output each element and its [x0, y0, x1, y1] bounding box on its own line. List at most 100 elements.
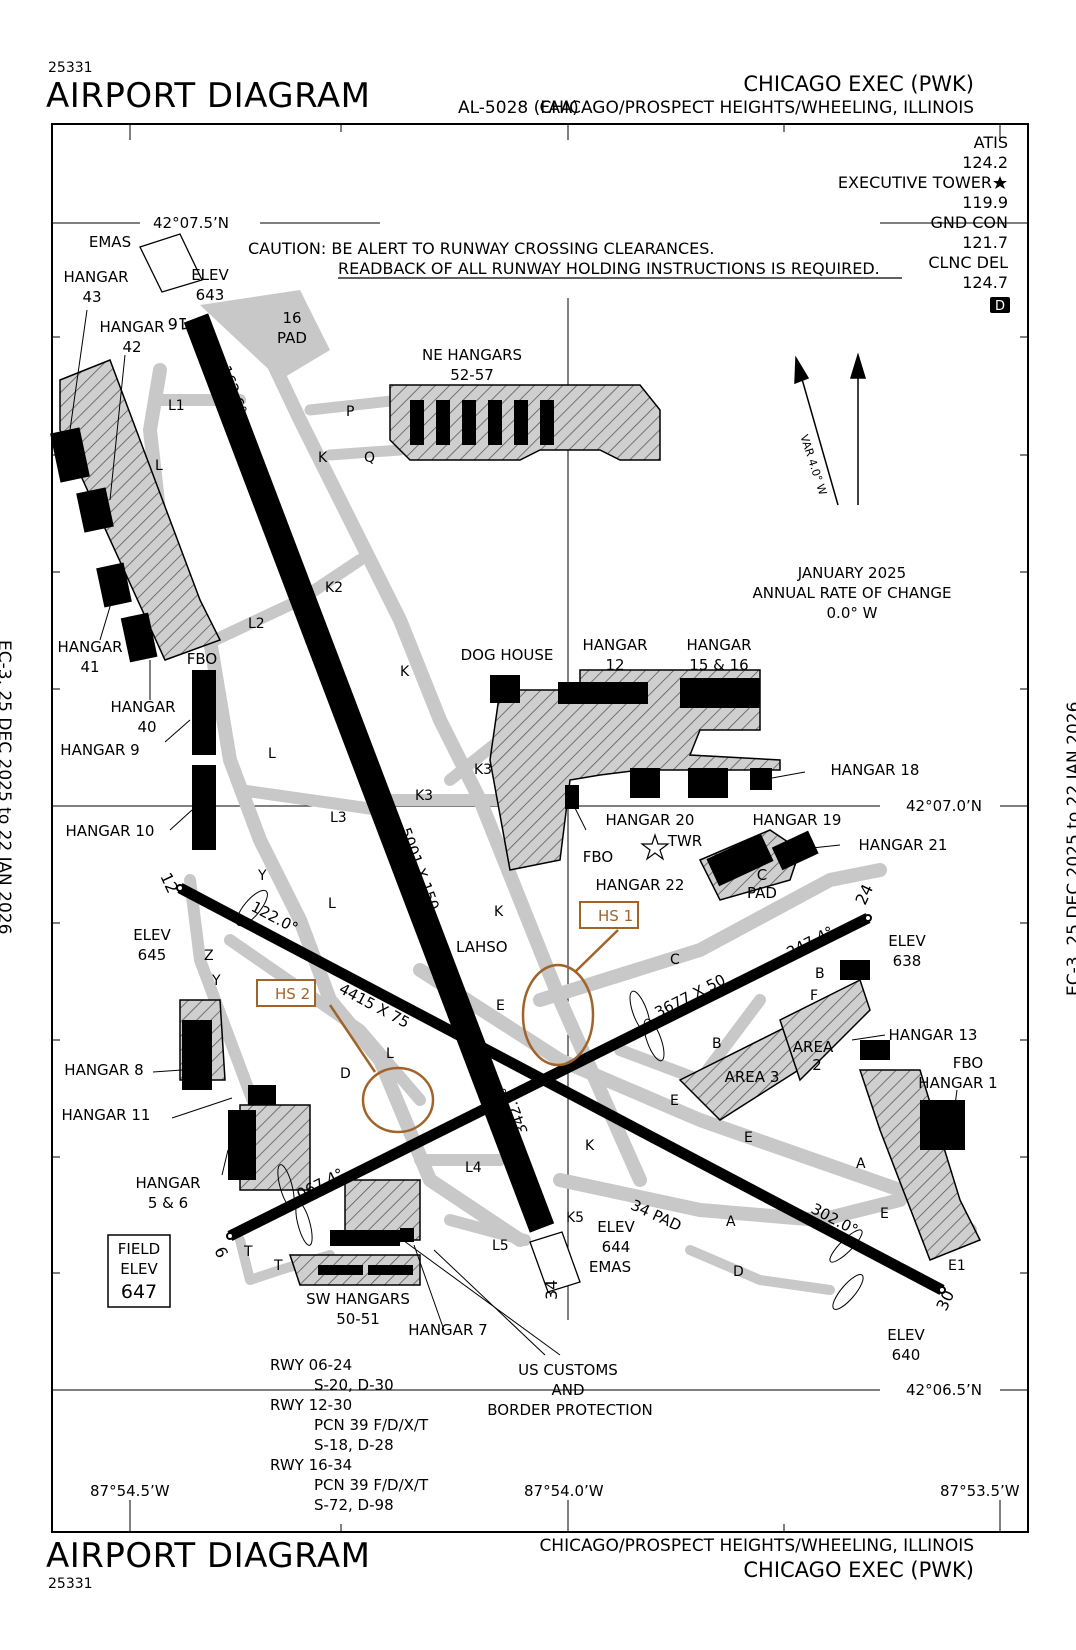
taxiway-c: C: [670, 952, 680, 968]
taxiway-e1: E1: [948, 1258, 966, 1274]
runway-06-24: [227, 913, 871, 1241]
rwy-34-number: 34: [542, 1280, 561, 1300]
lat-top-label: 42°07.5’N: [153, 214, 229, 232]
hangar-42-number: 42: [122, 338, 141, 356]
rwy-24-heading: 247.4°: [784, 923, 837, 962]
taxiway-l-sw: L: [386, 1046, 394, 1062]
magnetic-date: JANUARY 2025: [797, 564, 906, 582]
area-2-label: AREA: [793, 1038, 834, 1056]
area-3-label: AREA 3: [725, 1068, 780, 1086]
elev-16-label: ELEV: [191, 266, 229, 284]
elev-12-label: ELEV: [133, 926, 171, 944]
hangar-40-label: HANGAR: [110, 698, 175, 716]
fbo-central-label: FBO: [583, 848, 613, 866]
hangar-9-label: HANGAR 9: [60, 741, 139, 759]
elev-16-value: 643: [196, 286, 225, 304]
tower-star-freq-icon: [993, 176, 1007, 189]
hangar-20-label: HANGAR 20: [606, 811, 695, 829]
procedure-id: AL-5028 (FAA): [458, 98, 579, 118]
taxiway-y-north: Y: [257, 868, 267, 884]
hangar-41-number: 41: [80, 658, 99, 676]
hangar-43-label: HANGAR: [63, 268, 128, 286]
emas-label-north: EMAS: [89, 233, 131, 251]
ground-label: GND CON: [930, 213, 1008, 232]
hangar-22-label: HANGAR 22: [596, 876, 685, 894]
taxiway-d-south: D: [733, 1264, 744, 1280]
area-2: [779, 978, 871, 1082]
hangar-12-number: 12: [605, 656, 624, 674]
clearance-frequency: 124.7: [962, 273, 1008, 292]
taxiway-a: A: [726, 1214, 736, 1230]
clearance-label: CLNC DEL: [928, 253, 1008, 272]
hot-spot-2-circle: [361, 1066, 435, 1134]
taxiway-k2: K2: [325, 580, 343, 596]
taxiway-f: F: [810, 988, 818, 1004]
taxiway-l1: L1: [168, 398, 185, 414]
field-elev-value: 647: [121, 1281, 157, 1303]
taxiway-e-far-east: E: [880, 1206, 889, 1222]
annual-rate-value: 0.0° W: [827, 604, 878, 622]
rwy-data-line-8: S-72, D-98: [314, 1496, 394, 1514]
taxiway-l3: L3: [330, 810, 347, 826]
hangar-41-label: HANGAR: [57, 638, 122, 656]
taxiway-l2: L2: [248, 616, 265, 632]
rwy-data-line-4: PCN 39 F/D/X/T: [314, 1416, 429, 1434]
elev-24-value: 638: [893, 952, 922, 970]
hangar-42-label: HANGAR: [99, 318, 164, 336]
rwy-16-number: 16: [168, 314, 188, 333]
fbo-hangar-1-number: HANGAR 1: [918, 1074, 997, 1092]
taxiway-l-south: L: [328, 896, 336, 912]
taxiway-l-north: L: [155, 458, 163, 474]
taxiway-l-mid: L: [268, 746, 276, 762]
c-pad-letter: C: [757, 866, 767, 884]
airport-location: CHICAGO/PROSPECT HEIGHTS/WHEELING, ILLIN…: [539, 98, 974, 118]
chart-border: [51, 123, 1029, 1533]
rwy-24-number: 24: [851, 881, 877, 907]
ne-hangars-label: NE HANGARS: [422, 346, 522, 364]
elev-30-label: ELEV: [887, 1326, 925, 1344]
tower-frequency: 119.9: [962, 193, 1008, 212]
elev-12-value: 645: [138, 946, 167, 964]
ne-hangars-numbers: 52-57: [450, 366, 494, 384]
emas-areas: [139, 233, 581, 1293]
taxiway-y-south: Y: [211, 973, 221, 989]
fbo-hangar-1-label: FBO: [953, 1054, 983, 1072]
dog-house-label: DOG HOUSE: [461, 646, 554, 664]
rwy-data-line-5: S-18, D-28: [314, 1436, 394, 1454]
tower-label: TWR: [667, 832, 702, 850]
rwy-data-line-1: RWY 06-24: [270, 1356, 352, 1374]
hangar-15-16-number: 15 & 16: [689, 656, 748, 674]
west-hangar-apron: [59, 359, 222, 661]
tower-star-icon: [640, 833, 670, 861]
taxiway-k3-west: K3: [415, 788, 433, 804]
chart-number: 25331: [48, 60, 93, 76]
sw-hangars-label: SW HANGARS: [306, 1290, 410, 1308]
hot-spot-1-circle: [521, 963, 595, 1067]
taxiway-k5: K5: [566, 1210, 584, 1226]
taxiway-e-mid: E: [670, 1093, 679, 1109]
c-pad-label: PAD: [747, 884, 777, 902]
area-2-number: 2: [812, 1056, 822, 1074]
footer-airport-name: CHICAGO EXEC (PWK): [743, 1558, 974, 1582]
hold-bars: [236, 889, 864, 1310]
taxiway-t-west: T: [243, 1244, 253, 1260]
taxiway-q: Q: [364, 450, 375, 466]
chart-title: AIRPORT DIAGRAM: [46, 76, 371, 116]
atis-label: ATIS: [974, 133, 1008, 152]
taxiway-b-west: B: [712, 1036, 722, 1052]
ground-frequency: 121.7: [962, 233, 1008, 252]
lat-bottom-label: 42°06.5’N: [906, 1381, 982, 1399]
elev-30-value: 640: [892, 1346, 921, 1364]
hangar-15-16-label: HANGAR: [686, 636, 751, 654]
field-elevation-box: [107, 1234, 171, 1308]
hangar-8-label: HANGAR 8: [64, 1061, 143, 1079]
hangar-5-6-number: 5 & 6: [148, 1194, 188, 1212]
rwy-data-line-3: RWY 12-30: [270, 1396, 352, 1414]
hangar-18-label: HANGAR 18: [831, 761, 920, 779]
caution-line-1: CAUTION: BE ALERT TO RUNWAY CROSSING CLE…: [248, 239, 714, 258]
footer-title: AIRPORT DIAGRAM: [46, 1536, 371, 1576]
taxiway-a-east: A: [856, 1156, 866, 1172]
taxiway-k3-east: K3: [474, 762, 492, 778]
rwy-data-line-2: S-20, D-30: [314, 1376, 394, 1394]
sw-hangars-numbers: 50-51: [336, 1310, 380, 1328]
